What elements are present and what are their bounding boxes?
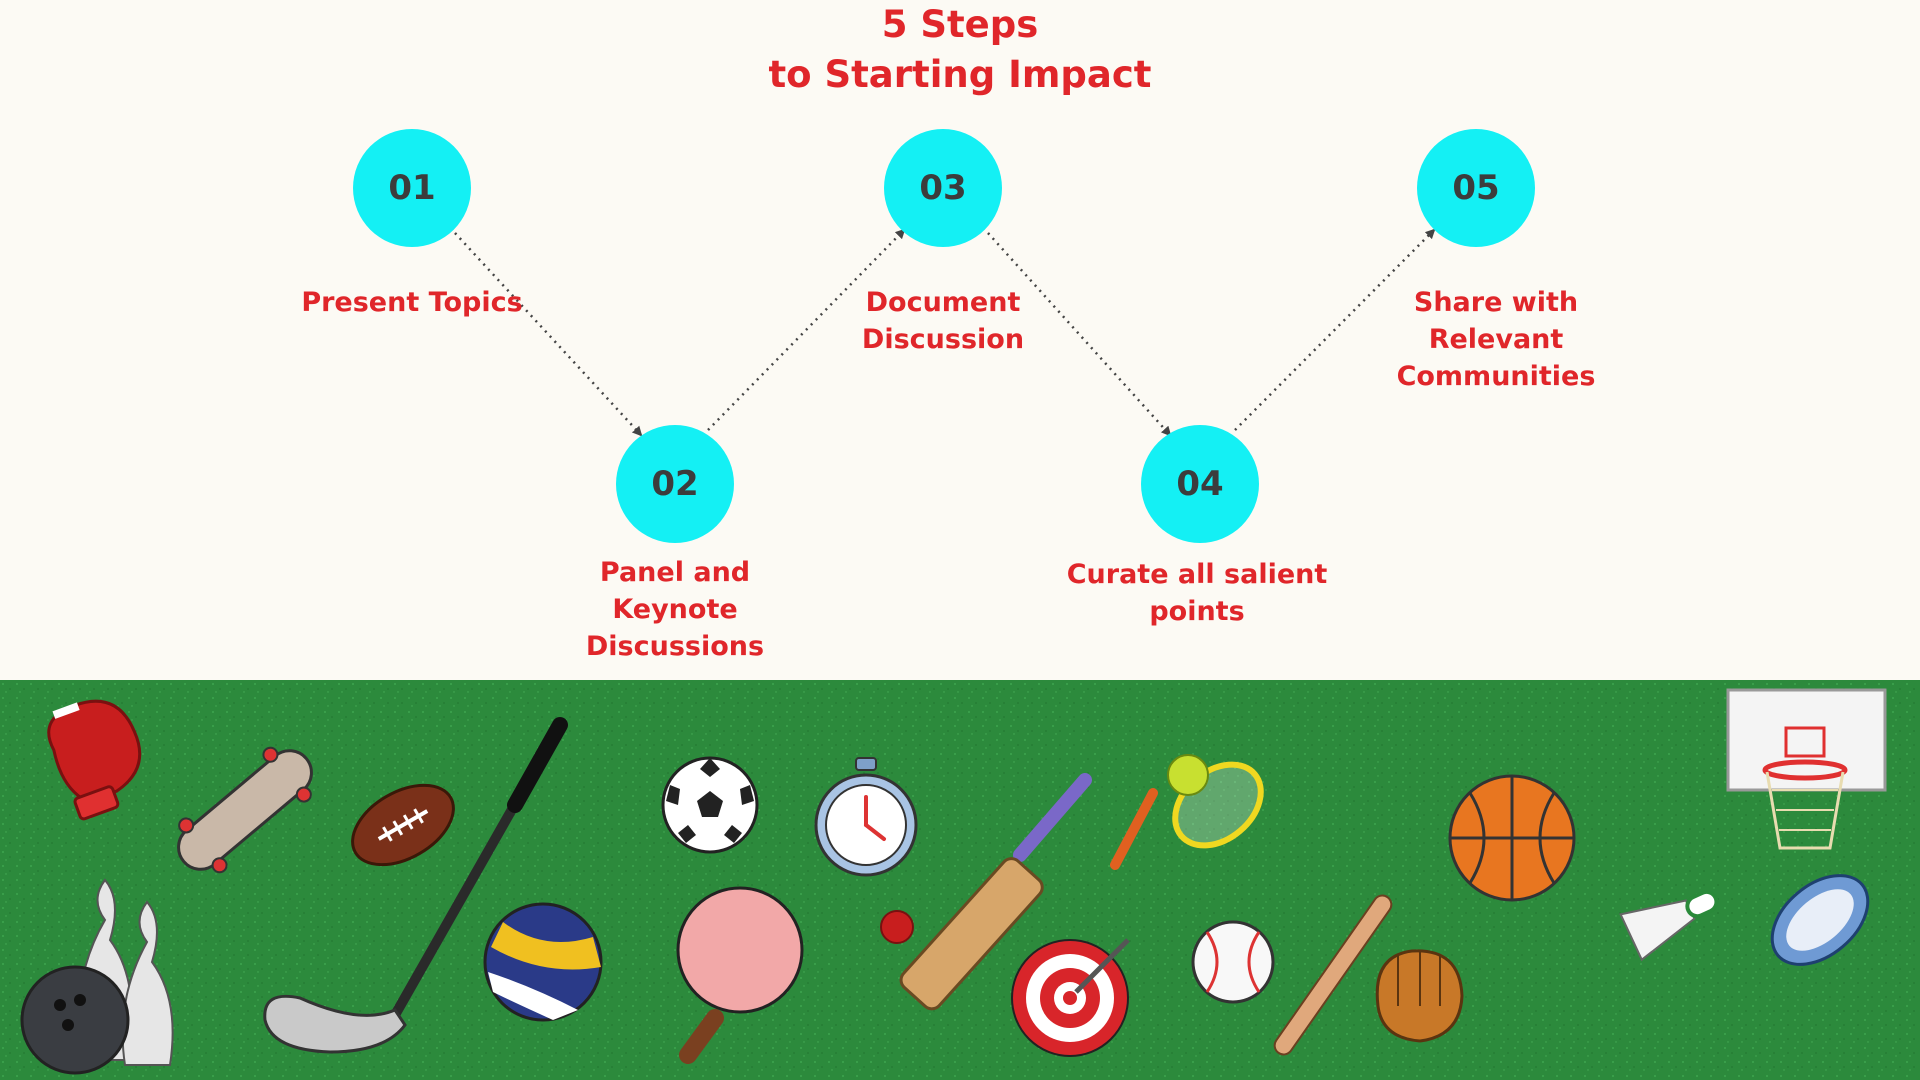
cricket-bat-icon — [880, 773, 1092, 1011]
step-01-circle: 01 — [353, 129, 471, 247]
baseball-icon — [1191, 920, 1275, 1004]
rugby-ball-icon — [1770, 874, 1870, 966]
table-tennis-paddle-icon — [676, 886, 804, 1064]
step-04-circle: 04 — [1141, 425, 1259, 543]
bowling-pins-icon — [20, 878, 174, 1075]
tennis-racket-icon — [1110, 754, 1264, 870]
steps-diagram: 5 Steps to Starting Impact 01 Present To… — [301, 3, 1596, 662]
skateboard-icon — [177, 746, 313, 874]
step-02-number: 02 — [651, 464, 699, 504]
connector-arrows — [454, 228, 1436, 437]
step-02-label: Panel and Keynote Discussions — [585, 557, 765, 662]
step-05-circle: 05 — [1417, 129, 1535, 247]
boxing-glove-icon — [47, 699, 142, 821]
arrow-04-to-05 — [1234, 228, 1436, 431]
step-05-label: Share with Relevant Communities — [1396, 287, 1596, 392]
baseball-bat-icon — [1273, 894, 1393, 1056]
step-03-label: Document Discussion — [861, 287, 1025, 355]
step-03-number: 03 — [919, 168, 967, 208]
title-line-1: 5 Steps — [881, 3, 1039, 46]
basketball-icon — [1448, 774, 1576, 902]
baseball-glove-icon — [1375, 949, 1464, 1043]
step-02-circle: 02 — [616, 425, 734, 543]
sports-field-banner — [0, 680, 1920, 1080]
stopwatch-icon — [814, 757, 918, 877]
title-line-2: to Starting Impact — [768, 53, 1152, 96]
step-01-label: Present Topics — [301, 287, 523, 318]
golf-club-icon — [263, 717, 568, 1054]
arrow-01-to-02 — [454, 232, 643, 437]
step-04-label: Curate all salient points — [1066, 559, 1328, 627]
target-icon — [1011, 938, 1130, 1057]
step-03-circle: 03 — [884, 129, 1002, 247]
shuttlecock-icon — [1619, 889, 1719, 962]
step-05-number: 05 — [1452, 168, 1500, 208]
sports-illustrations — [0, 680, 1920, 1080]
basketball-hoop-icon — [1726, 688, 1887, 850]
arrow-02-to-03 — [707, 228, 906, 431]
step-04-number: 04 — [1176, 464, 1224, 504]
american-football-icon — [351, 783, 455, 867]
step-01-number: 01 — [388, 168, 436, 208]
volleyball-icon — [483, 902, 603, 1022]
soccer-ball-icon — [661, 756, 759, 854]
